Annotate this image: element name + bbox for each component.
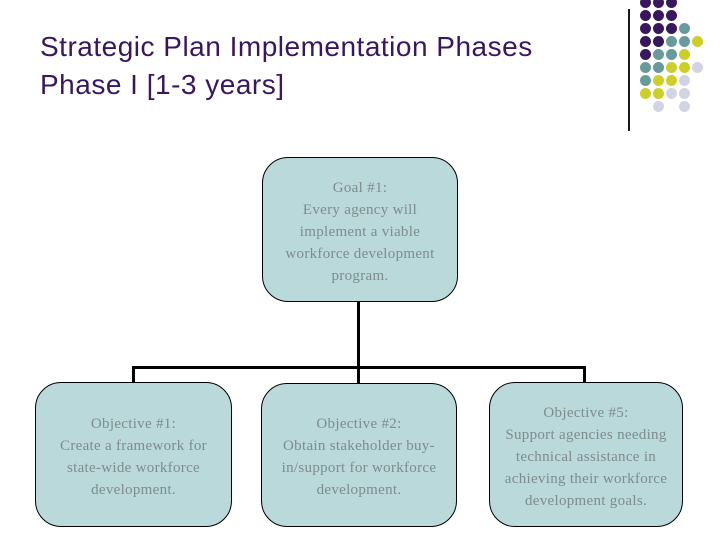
decoration-dot	[640, 88, 651, 99]
decoration-dot	[653, 10, 664, 21]
decoration-dot	[679, 75, 690, 86]
decoration-dot	[666, 62, 677, 73]
decoration-dot	[666, 36, 677, 47]
decoration-dot	[679, 49, 690, 60]
decoration-dot	[679, 36, 690, 47]
objective-2-text: Objective #2: Obtain stakeholder buy- in…	[281, 416, 437, 498]
decoration-dot	[679, 88, 690, 99]
decoration-dot	[666, 10, 677, 21]
decoration-dot	[679, 23, 690, 34]
decoration-dot	[653, 88, 664, 99]
decoration-dot	[692, 36, 703, 47]
decoration-dot	[640, 75, 651, 86]
objective-3-text: Objective #5: Support agencies needing t…	[504, 404, 668, 509]
objective-1-box: Objective #1: Create a framework for sta…	[35, 382, 232, 527]
decoration-dot	[653, 75, 664, 86]
decoration-dot	[640, 36, 651, 47]
decoration-dot	[666, 49, 677, 60]
decoration-dot	[640, 49, 651, 60]
slide-title-line2: Phase I [1-3 years]	[40, 69, 285, 100]
title-divider-rule	[628, 9, 630, 131]
decoration-dot	[666, 0, 677, 8]
slide-title: Strategic Plan Implementation Phases Pha…	[40, 28, 533, 104]
decoration-dot	[653, 49, 664, 60]
decoration-dot	[653, 36, 664, 47]
decoration-dot	[640, 62, 651, 73]
decoration-dot	[653, 23, 664, 34]
decoration-dot	[666, 88, 677, 99]
objective-3-box: Objective #5: Support agencies needing t…	[489, 382, 683, 527]
decoration-dot	[653, 62, 664, 73]
slide-title-line1: Strategic Plan Implementation Phases	[40, 31, 533, 62]
objective-2-box: Objective #2: Obtain stakeholder buy- in…	[261, 383, 457, 527]
decoration-dot	[653, 101, 664, 112]
connector-horizontal-bar	[132, 366, 586, 369]
decoration-dot	[666, 23, 677, 34]
decoration-dot	[640, 23, 651, 34]
decoration-dot	[640, 0, 651, 8]
dot-pattern-decoration	[640, 0, 716, 122]
connector-vertical-main	[357, 302, 360, 383]
decoration-dot	[679, 62, 690, 73]
objective-1-text: Objective #1: Create a framework for sta…	[60, 415, 207, 498]
decoration-dot	[679, 101, 690, 112]
decoration-dot	[692, 62, 703, 73]
goal-box: Goal #1: Every agency will implement a v…	[262, 157, 458, 302]
decoration-dot	[653, 0, 664, 8]
decoration-dot	[666, 75, 677, 86]
goal-box-text: Goal #1: Every agency will implement a v…	[285, 179, 435, 284]
connector-stub-right	[583, 366, 586, 383]
decoration-dot	[640, 10, 651, 21]
connector-stub-left	[132, 366, 135, 383]
